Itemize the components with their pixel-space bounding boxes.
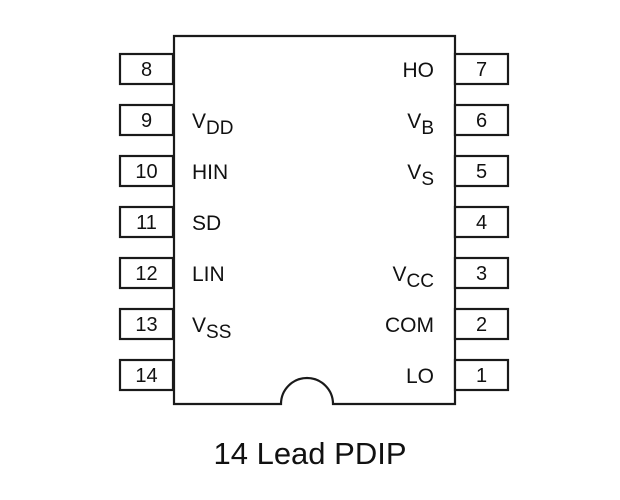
pin-13-box — [118, 307, 175, 341]
pin-12-box — [118, 256, 175, 290]
pin-5-number: 5 — [476, 161, 487, 183]
pin-1-number: 1 — [476, 365, 487, 387]
pin-8-box — [118, 52, 175, 86]
pin-12-number: 12 — [135, 263, 157, 285]
pin-1-box — [453, 358, 510, 392]
pin-6-number: 6 — [476, 110, 487, 132]
pin-10-number: 10 — [135, 161, 157, 183]
pin-10-box — [118, 154, 175, 188]
pin-10-label: HIN — [192, 161, 228, 184]
pin-2-number: 2 — [476, 314, 487, 336]
pin-4-number: 4 — [476, 212, 487, 234]
pin-9-number: 9 — [141, 110, 152, 132]
pin-3-box — [453, 256, 510, 290]
pin-11-label: SD — [192, 212, 221, 235]
pin-2-label: COM — [385, 314, 434, 337]
pin-2-box — [453, 307, 510, 341]
pin-4-box — [453, 205, 510, 239]
pin-7-label: HO — [403, 59, 435, 82]
pin-14-number: 14 — [135, 365, 157, 387]
package-caption: 14 Lead PDIP — [213, 436, 407, 471]
pin-11-box — [118, 205, 175, 239]
pin-8-number: 8 — [141, 59, 152, 81]
pin-5-box — [453, 154, 510, 188]
chip-body — [172, 34, 457, 406]
pin-6-box — [453, 103, 510, 137]
pin-7-number: 7 — [476, 59, 487, 81]
pin-3-number: 3 — [476, 263, 487, 285]
pin-5-label: VS — [407, 161, 434, 190]
pin-11-number: 11 — [136, 212, 157, 234]
pin-1-label: LO — [406, 365, 434, 388]
pin-7-box — [453, 52, 510, 86]
pin-14-box — [118, 358, 175, 392]
pin-9-box — [118, 103, 175, 137]
pin-13-number: 13 — [135, 314, 157, 336]
pin-12-label: LIN — [192, 263, 225, 286]
